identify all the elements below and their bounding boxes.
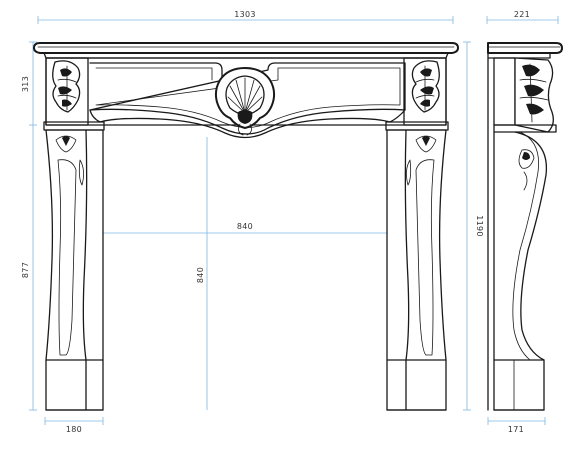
side-depth-label: 221 bbox=[514, 10, 530, 19]
mantel-shelf bbox=[33, 42, 459, 54]
side-base-depth-label: 171 bbox=[508, 425, 524, 434]
leg-width-label: 180 bbox=[66, 425, 82, 434]
side-elevation bbox=[487, 42, 563, 411]
side-leg-profile bbox=[493, 131, 548, 411]
opening-width-label: 840 bbox=[237, 222, 253, 231]
side-shelf bbox=[487, 42, 563, 54]
front-elevation bbox=[33, 42, 459, 411]
dimension-labels: 1303 221 313 877 840 840 1190 180 171 bbox=[21, 10, 530, 434]
right-leg bbox=[386, 129, 447, 411]
frieze-height-label: 313 bbox=[21, 76, 30, 92]
opening-height-label: 840 bbox=[196, 267, 205, 283]
total-height-label: 1190 bbox=[475, 215, 484, 237]
dimension-lines bbox=[29, 16, 559, 425]
shell-cartouche bbox=[214, 67, 276, 136]
right-acanthus-corbel bbox=[403, 57, 447, 126]
leg-height-label: 877 bbox=[21, 262, 30, 278]
overall-width-label: 1303 bbox=[234, 10, 256, 19]
left-leg bbox=[45, 129, 104, 411]
left-acanthus-corbel bbox=[45, 57, 89, 126]
frieze-panel bbox=[89, 62, 406, 135]
